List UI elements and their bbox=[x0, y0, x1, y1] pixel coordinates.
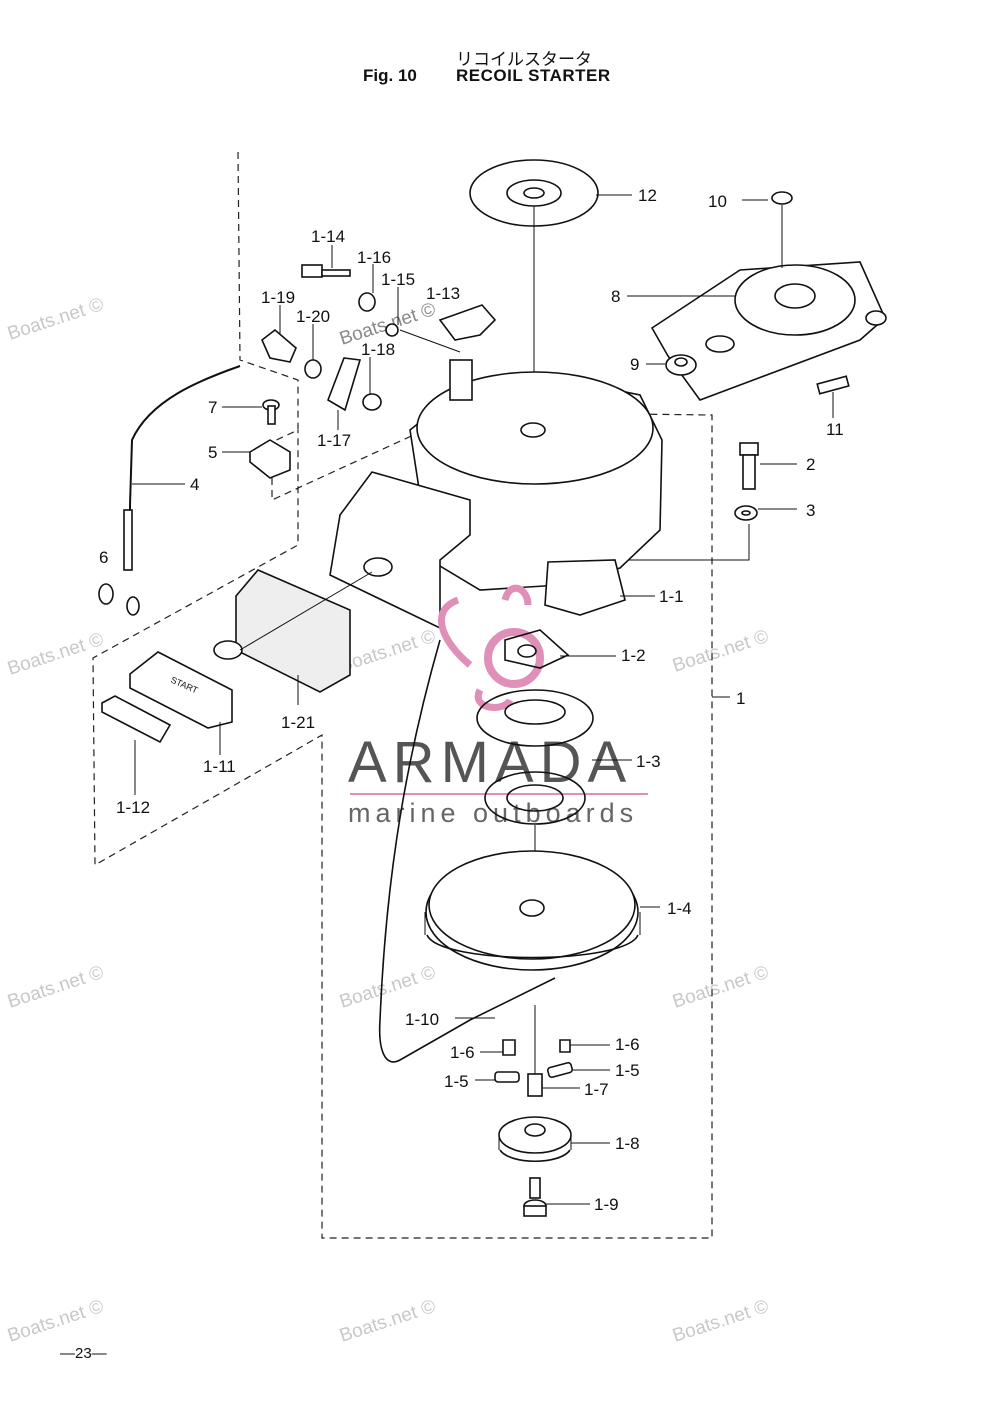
callout-1-21: 1-21 bbox=[281, 713, 315, 732]
bracket-post bbox=[449, 359, 473, 401]
part-1-7-spring bbox=[527, 1073, 543, 1097]
callout-1-9: 1-9 bbox=[594, 1195, 619, 1214]
callout-1-10: 1-10 bbox=[405, 1010, 439, 1029]
title-english: RECOIL STARTER bbox=[456, 66, 611, 85]
callout-11: 11 bbox=[826, 420, 844, 439]
part-1-6-spring bbox=[559, 1039, 571, 1053]
part-1-5-pawl bbox=[546, 1061, 574, 1079]
part-1-4-reel bbox=[424, 850, 641, 971]
watermark-text: Boats.net © bbox=[670, 626, 771, 677]
callout-labels: 12 10 8 9 11 2 3 1 4 5 6 7 1-1 1-2 1-3 1… bbox=[99, 186, 844, 1214]
callout-1-7: 1-7 bbox=[584, 1080, 609, 1099]
brand-subtitle: marine outboards bbox=[348, 798, 638, 828]
callout-1-2: 1-2 bbox=[621, 646, 646, 665]
callout-2: 2 bbox=[806, 455, 815, 474]
part-8-cover bbox=[650, 261, 887, 401]
callout-5: 5 bbox=[208, 443, 217, 462]
callout-1-5-left: 1-5 bbox=[444, 1072, 469, 1091]
part-1-18-washer bbox=[362, 393, 382, 411]
callout-1-15: 1-15 bbox=[381, 270, 415, 289]
part-9-grommet bbox=[665, 354, 697, 376]
figure-number: Fig. 10 bbox=[363, 66, 417, 85]
callout-1-1: 1-1 bbox=[659, 587, 684, 606]
part-1-10-rope bbox=[378, 639, 556, 1063]
callout-1-18: 1-18 bbox=[361, 340, 395, 359]
part-4-cable bbox=[129, 365, 241, 570]
callout-1-14: 1-14 bbox=[311, 227, 345, 246]
brand-watermark: ARMADA marine outboards bbox=[348, 584, 648, 828]
part-1-6-spring bbox=[502, 1039, 516, 1056]
watermark-text: Boats.net © bbox=[5, 294, 106, 345]
part-1-8-ratchet bbox=[498, 1116, 572, 1163]
watermark-text: Boats.net © bbox=[670, 962, 771, 1013]
part-11-label bbox=[816, 375, 850, 395]
part-1-5-pawl bbox=[494, 1071, 520, 1083]
part-6-ring bbox=[126, 596, 140, 616]
callout-9: 9 bbox=[630, 355, 639, 374]
callout-1-11: 1-11 bbox=[203, 757, 236, 776]
callout-1-17: 1-17 bbox=[317, 431, 351, 450]
part-1-3-spring-case bbox=[476, 689, 594, 860]
callout-1-4: 1-4 bbox=[667, 899, 692, 918]
callout-1-12: 1-12 bbox=[116, 798, 150, 817]
callout-1-6-left: 1-6 bbox=[450, 1043, 475, 1062]
callout-1-8: 1-8 bbox=[615, 1134, 640, 1153]
part-1-16-collar bbox=[358, 292, 376, 312]
part-1-9-bolt bbox=[523, 1177, 547, 1217]
part-1-15-spring bbox=[385, 323, 399, 337]
callout-1-16: 1-16 bbox=[357, 248, 391, 267]
part-5-bracket bbox=[249, 439, 291, 479]
watermark-text: Boats.net © bbox=[670, 1296, 771, 1347]
part-1-1-starter-case bbox=[329, 371, 663, 630]
part-1-2-plate bbox=[504, 629, 570, 669]
callout-1: 1 bbox=[736, 689, 745, 708]
callout-6: 6 bbox=[99, 548, 108, 567]
part-6-fitting bbox=[123, 509, 133, 571]
callout-1-19: 1-19 bbox=[261, 288, 295, 307]
callout-1-20: 1-20 bbox=[296, 307, 330, 326]
brand-name: ARMADA bbox=[348, 730, 632, 795]
page-number: —23— bbox=[60, 1345, 107, 1362]
part-6-ring bbox=[98, 583, 114, 605]
part-1-11-handle: START bbox=[129, 571, 373, 729]
callout-1-3: 1-3 bbox=[636, 752, 661, 771]
callout-7: 7 bbox=[208, 398, 217, 417]
part-1-17-arm bbox=[327, 357, 362, 412]
callout-4: 4 bbox=[190, 475, 199, 494]
part-2-bolt bbox=[739, 442, 759, 490]
callout-3: 3 bbox=[806, 501, 815, 520]
upper-assembly-boundary bbox=[92, 151, 713, 1239]
watermark-text: Boats.net © bbox=[337, 962, 438, 1013]
callout-1-5-right: 1-5 bbox=[615, 1061, 640, 1080]
part-12-disc bbox=[469, 159, 599, 430]
callout-10: 10 bbox=[708, 192, 727, 211]
part-1-12-insert bbox=[101, 695, 172, 744]
callout-1-13: 1-13 bbox=[426, 284, 460, 303]
callout-12: 12 bbox=[638, 186, 657, 205]
watermark-text: Boats.net © bbox=[5, 1296, 106, 1347]
part-1-20-collar bbox=[304, 359, 322, 379]
callout-8: 8 bbox=[611, 287, 620, 306]
part-1-14-screw bbox=[301, 264, 351, 278]
part-1-21-grip bbox=[235, 569, 351, 693]
watermark-text: Boats.net © bbox=[337, 626, 438, 677]
watermark-text: Boats.net © bbox=[5, 962, 106, 1013]
part-1-2-hole bbox=[517, 644, 537, 658]
callout-1-6-right: 1-6 bbox=[615, 1035, 640, 1054]
part-7-screw bbox=[262, 399, 280, 425]
watermark-text: Boats.net © bbox=[337, 1296, 438, 1347]
part-10-grommet bbox=[771, 191, 793, 268]
watermark-text: Boats.net © bbox=[5, 629, 106, 680]
leader-lines bbox=[132, 194, 834, 1205]
title-japanese: リコイルスタータ bbox=[456, 50, 592, 70]
part-1-19-fitting bbox=[261, 328, 297, 363]
part-1-13-lever bbox=[438, 304, 497, 341]
